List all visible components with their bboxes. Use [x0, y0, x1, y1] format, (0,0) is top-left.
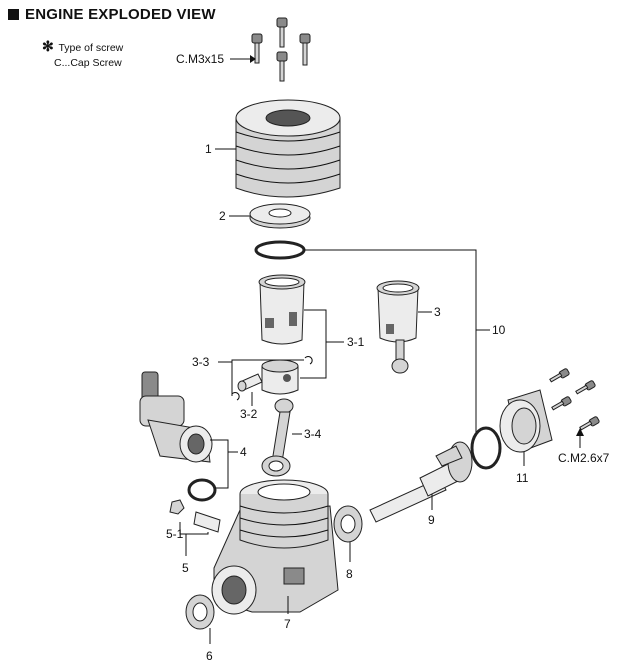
cylinder-liner: [258, 274, 306, 345]
callout-2: 2: [219, 209, 226, 223]
screw-type-note: ✻ Type of screw: [42, 38, 123, 55]
rear-bearing: 8: [333, 505, 363, 581]
piston-assembly: 3: [376, 280, 441, 374]
page-title: ENGINE EXPLODED VIEW: [8, 6, 216, 23]
bracket-3-3: 3-3: [192, 355, 304, 396]
head-gasket: 10: [254, 240, 506, 432]
connecting-rod: 3-4: [261, 398, 322, 477]
crankcase: 7: [211, 479, 339, 631]
cap-screw-note: C...Cap Screw: [54, 57, 122, 69]
front-bearing: 6: [185, 594, 215, 663]
callout-9: 9: [428, 513, 435, 527]
screw-icon: [276, 17, 288, 48]
needle-valve: 5-1 5: [166, 499, 221, 575]
asterisk-icon: ✻: [42, 38, 54, 54]
rear-cover: 11: [499, 389, 553, 485]
callout-3-4: 3-4: [304, 427, 322, 441]
callout-8: 8: [346, 567, 353, 581]
head-screws: C.M3x15: [176, 17, 311, 82]
screw-icon: [276, 51, 288, 82]
callout-4: 4: [240, 445, 247, 459]
callout-1: 1: [205, 142, 212, 156]
title-square-icon: [8, 9, 19, 20]
screw-icon: [549, 368, 570, 383]
callout-3-3: 3-3: [192, 355, 210, 369]
callout-5-1: 5-1: [166, 527, 184, 541]
carburetor: 4: [139, 371, 247, 502]
cylinder-head: 1: [205, 99, 341, 198]
wrist-pin: [237, 373, 263, 392]
screw-icon: [299, 33, 311, 66]
bracket-3-1: 3-1: [300, 309, 365, 379]
callout-3-2: 3-2: [240, 407, 258, 421]
callout-3-1: 3-1: [347, 335, 365, 349]
circlip: [231, 355, 313, 401]
cover-screws: C.M2.6x7: [549, 368, 610, 465]
label-3-2: 3-2: [240, 392, 258, 421]
callout-5: 5: [182, 561, 189, 575]
piston: [261, 359, 299, 395]
callout-6: 6: [206, 649, 213, 663]
callout-screw-m3x15: C.M3x15: [176, 52, 224, 66]
callout-screw-m26x7: C.M2.6x7: [558, 451, 610, 465]
callout-10: 10: [492, 323, 506, 337]
head-button: 2: [219, 203, 311, 229]
callout-11: 11: [516, 471, 529, 485]
rear-o-ring: [470, 426, 502, 470]
callout-3: 3: [434, 305, 441, 319]
screw-type-label: Type of screw: [58, 42, 124, 54]
page-title-text: ENGINE EXPLODED VIEW: [25, 6, 216, 23]
screw-icon: [579, 416, 600, 431]
crankshaft: 9: [369, 441, 473, 527]
screw-icon: [551, 396, 572, 411]
screw-icon: [251, 33, 263, 64]
callout-7: 7: [284, 617, 291, 631]
screw-icon: [575, 380, 596, 395]
